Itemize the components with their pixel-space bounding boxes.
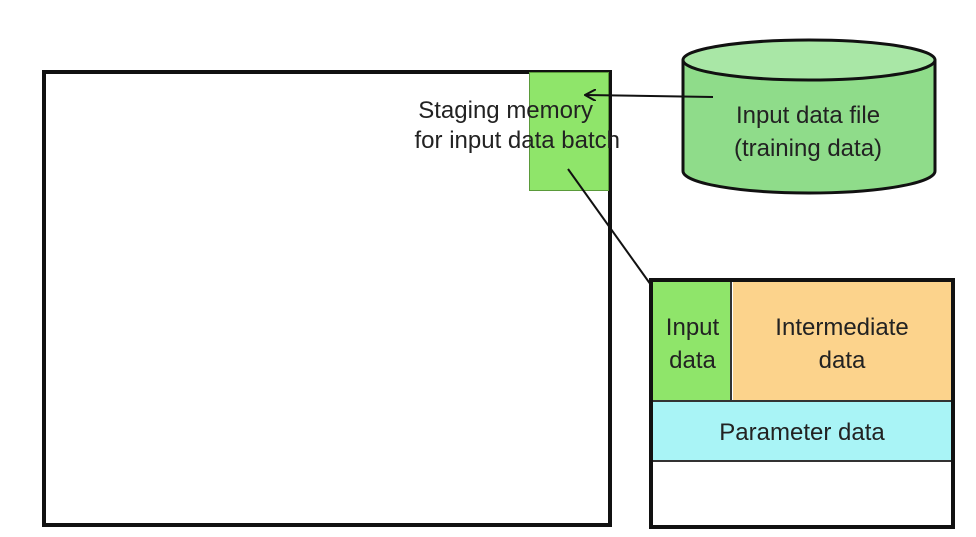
intermediate-data-cell xyxy=(733,282,951,400)
arrow-file-to-staging xyxy=(586,95,714,97)
parameter-data-cell xyxy=(653,400,951,462)
intermediate-data-label: Intermediate data xyxy=(733,311,951,377)
input-data-label: Input data xyxy=(653,311,732,377)
input-data-cell xyxy=(653,282,732,400)
staging-memory-label: Staging memory for input data batch xyxy=(330,96,620,156)
intermediate-label-line-2: data xyxy=(818,347,866,374)
input-data-file-label: Input data file (training data) xyxy=(680,99,936,165)
input-data-label-line-2: data xyxy=(669,347,716,374)
parameter-label-text: Parameter data xyxy=(719,419,885,446)
staging-label-line-1: Staging memory xyxy=(418,97,593,124)
staging-label-line-2: for input data batch xyxy=(414,127,620,154)
input-data-label-line-1: Input xyxy=(665,314,720,341)
intermediate-label-line-1: Intermediate xyxy=(775,314,909,341)
input-file-label-line-1: Input data file xyxy=(735,102,881,129)
input-file-label-line-2: (training data) xyxy=(733,135,883,162)
parameter-data-label: Parameter data xyxy=(653,416,951,449)
input-data-file-cylinder xyxy=(681,38,937,195)
host-memory-box xyxy=(42,70,612,527)
arrow-staging-to-device xyxy=(567,168,661,299)
